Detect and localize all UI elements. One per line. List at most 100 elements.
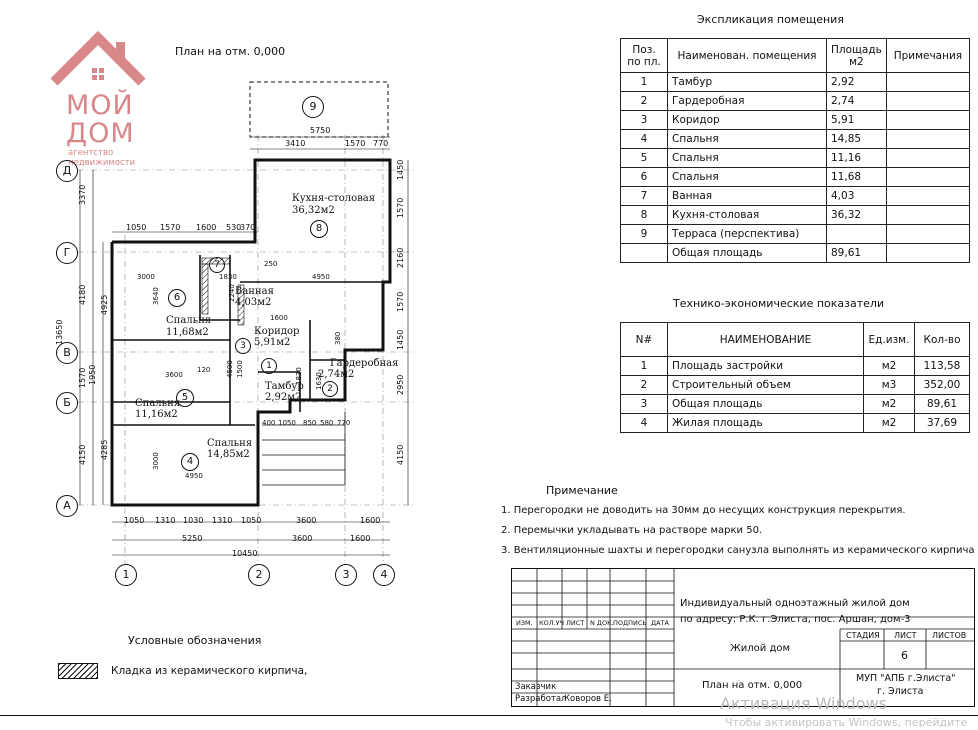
dim-left-2: 4180 bbox=[78, 284, 87, 305]
stamp-drawing: План на отм. 0,000 bbox=[702, 680, 803, 691]
axis-row-b: Б bbox=[56, 392, 78, 414]
dim-bottom2-2: 3600 bbox=[292, 534, 313, 543]
tep-cell: 89,61 bbox=[914, 394, 970, 414]
explication-cell: 4 bbox=[620, 129, 668, 149]
explication-cell bbox=[885, 167, 971, 187]
tep-cell: 1 bbox=[620, 356, 668, 376]
dim-inner-850: 850 bbox=[303, 419, 317, 427]
tep-title: Технико-экономические показатели bbox=[673, 297, 885, 310]
logo-tagline: агентство недвижимости bbox=[68, 148, 136, 168]
tep-cell: 113,58 bbox=[914, 356, 970, 376]
dim-top2-2: 1570 bbox=[160, 223, 181, 232]
explication-cell: 5,91 bbox=[826, 110, 887, 130]
explication-cell: 6 bbox=[620, 167, 668, 187]
note-2: 2. Перемычки укладывать на растворе марк… bbox=[501, 525, 763, 536]
axis-row-d: Д bbox=[56, 160, 78, 182]
explication-cell: 11,68 bbox=[826, 167, 887, 187]
explication-header-area: Площадь м2 bbox=[826, 38, 887, 73]
dim-bottom1-7: 1600 bbox=[360, 516, 381, 525]
dim-left-1: 3370 bbox=[78, 184, 87, 205]
stamp-developer: Разработал bbox=[515, 694, 567, 704]
dim-bottom1-2: 1310 bbox=[155, 516, 176, 525]
dim-inner-3600: 3600 bbox=[165, 371, 183, 379]
explication-cell bbox=[885, 148, 971, 168]
tep-cell: Площадь застройки bbox=[667, 356, 864, 376]
dim-left2-3: 4285 bbox=[100, 439, 109, 460]
explication-cell: 7 bbox=[620, 186, 668, 206]
notes-title: Примечание bbox=[546, 484, 618, 497]
tep-cell: м2 bbox=[863, 356, 915, 376]
room-3-area: 5,91м2 bbox=[254, 337, 291, 348]
stamp-city: г. Элиста bbox=[877, 686, 924, 697]
explication-cell: 9 bbox=[620, 224, 668, 244]
stamp-sheet-hdr: ЛИСТ bbox=[894, 631, 917, 640]
explication-cell: 2,92 bbox=[826, 72, 887, 92]
room-2-area: 2,74м2 bbox=[318, 369, 355, 380]
explication-header-pos: Поз. по пл. bbox=[620, 38, 668, 73]
axis-col-2: 2 bbox=[248, 564, 270, 586]
tep-header-qty: Кол-во bbox=[914, 322, 970, 357]
room-number-5: 5 bbox=[176, 389, 194, 407]
explication-cell bbox=[885, 72, 971, 92]
dim-top-total: 5750 bbox=[310, 126, 331, 135]
dim-inner-1050: 1050 bbox=[278, 419, 296, 427]
dim-left-1950: 1950 bbox=[88, 364, 97, 385]
plan-title: План на отм. 0,000 bbox=[175, 45, 286, 58]
explication-cell: Спальня bbox=[667, 167, 827, 187]
dim-inner-1830b: 1830 bbox=[295, 367, 303, 385]
dim-right-4: 1570 bbox=[396, 291, 405, 312]
dim-left-3: 1570 bbox=[78, 367, 87, 388]
legend-title: Условные обозначения bbox=[128, 634, 262, 647]
dim-top-2: 1570 bbox=[345, 139, 366, 148]
axis-row-v: В bbox=[56, 342, 78, 364]
room-number-1: 1 bbox=[261, 358, 277, 374]
dim-inner-4500: 4500 bbox=[226, 360, 234, 378]
room-7-area: 4,03м2 bbox=[235, 297, 272, 308]
dim-inner-1600: 1600 bbox=[270, 314, 288, 322]
room-number-4: 4 bbox=[181, 453, 199, 471]
tep-header-num: N# bbox=[620, 322, 668, 357]
brick-hatch-icon bbox=[58, 663, 98, 679]
explication-header-name: Наименован. помещения bbox=[667, 38, 827, 73]
stamp-col-kol: КОЛ.УЧ bbox=[539, 619, 565, 627]
dim-top-1: 3410 bbox=[285, 139, 306, 148]
dim-top2-1: 1050 bbox=[126, 223, 147, 232]
dim-bottom1-1: 1050 bbox=[124, 516, 145, 525]
dim-inner-1500: 1500 bbox=[236, 360, 244, 378]
explication-cell: 2,74 bbox=[826, 91, 887, 111]
explication-cell: 8 bbox=[620, 205, 668, 225]
explication-cell: Коридор bbox=[667, 110, 827, 130]
room-number-6: 6 bbox=[168, 289, 186, 307]
explication-cell: 14,85 bbox=[826, 129, 887, 149]
title-block-grid bbox=[512, 569, 974, 706]
dim-inner-580: 580 bbox=[320, 419, 334, 427]
explication-cell bbox=[885, 186, 971, 206]
explication-header-notes: Примечания bbox=[885, 38, 971, 73]
room-6-name: Спальня bbox=[166, 315, 212, 326]
explication-cell: 2 bbox=[620, 91, 668, 111]
explication-total-value: 89,61 bbox=[826, 243, 887, 263]
dim-inner-3000b: 3000 bbox=[152, 452, 160, 470]
explication-cell: 4,03 bbox=[826, 186, 887, 206]
dim-bottom2-3: 1600 bbox=[350, 534, 371, 543]
axis-col-1: 1 bbox=[115, 564, 137, 586]
explication-cell: Ванная bbox=[667, 186, 827, 206]
tep-cell: 352,00 bbox=[914, 375, 970, 395]
stamp-col-ndok: N ДОК. bbox=[590, 619, 614, 627]
dim-inner-120: 120 bbox=[197, 366, 211, 374]
tep-header-unit: Ед.изм. bbox=[863, 322, 915, 357]
dim-inner-400: 400 bbox=[262, 419, 276, 427]
dim-bottom1-6: 3600 bbox=[296, 516, 317, 525]
room-1-area: 2,92м2 bbox=[265, 392, 302, 403]
note-3: 3. Вентиляционные шахты и перегородки са… bbox=[501, 545, 975, 556]
explication-cell: 11,16 bbox=[826, 148, 887, 168]
dim-inner-4950a: 4950 bbox=[312, 273, 330, 281]
legend-item: Кладка из керамического кирпича, bbox=[111, 665, 308, 677]
stamp-col-izm: ИЗМ. bbox=[516, 619, 533, 627]
tep-cell: 4 bbox=[620, 413, 668, 433]
stamp-col-date: ДАТА bbox=[651, 619, 669, 627]
room-3-name: Коридор bbox=[254, 326, 300, 337]
title-block: ИЗМ. КОЛ.УЧ ЛИСТ N ДОК. ПОДПИСЬ ДАТА Инд… bbox=[511, 568, 975, 707]
stamp-object: Жилой дом bbox=[730, 643, 791, 654]
explication-cell bbox=[885, 205, 971, 225]
